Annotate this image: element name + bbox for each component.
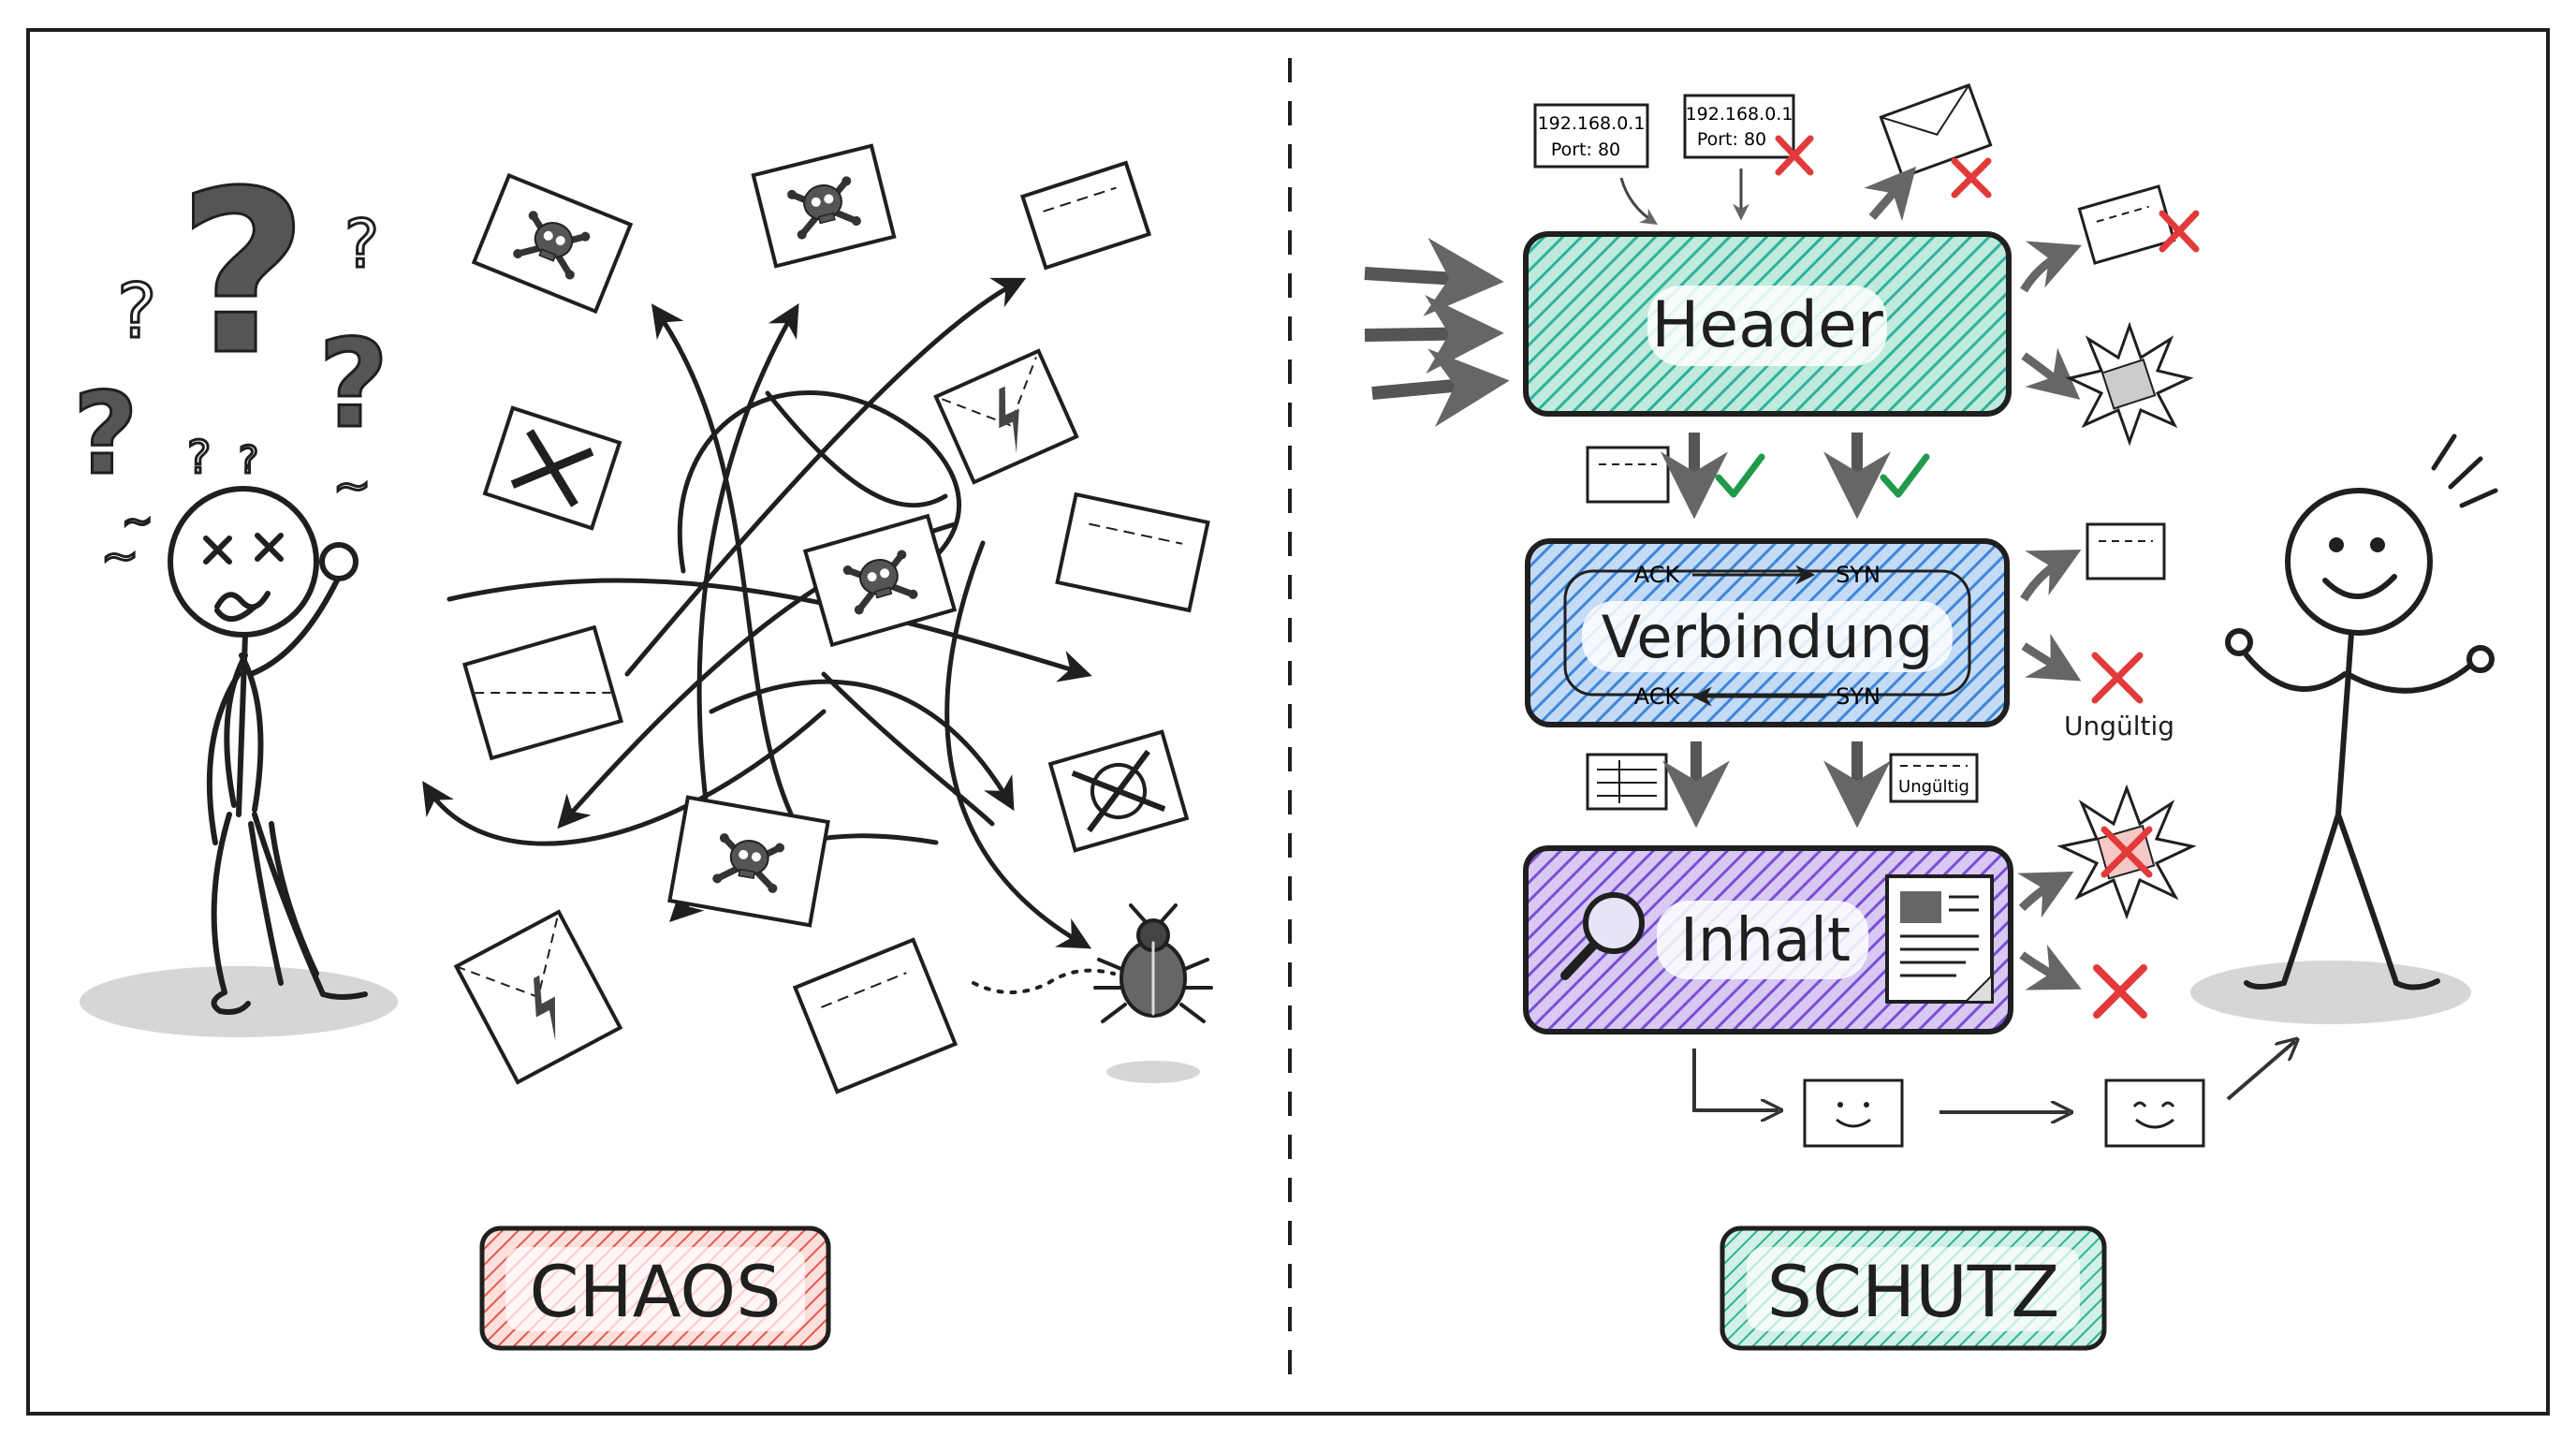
svg-text:?: ? [178,142,308,404]
inhalt-layer-title: Inhalt [1680,906,1851,976]
accepted-envelope-1 [1586,446,1670,504]
invalid-packet-label: Ungültig [1898,777,1969,797]
verbindung-bottom-right: SYN [1836,683,1881,710]
packet-a-ip: 192.168.0.1 [1538,113,1646,134]
packet-card-a: 192.168.0.1 Port: 80 [1533,103,1649,169]
schutz-label-text: SCHUTZ [1767,1250,2060,1333]
incoming-arrows [1364,238,1510,427]
confused-stick-figure [80,486,398,1037]
happy-stick-figure [2190,433,2498,1024]
rejected-envelope-top [1879,83,1993,179]
verbindung-bottom-left: ACK [1634,683,1681,710]
svg-text:~: ~ [101,530,139,582]
chaos-label-text: CHAOS [530,1250,782,1333]
document-icon [1885,874,1994,1004]
chaos-label: CHAOS [479,1225,831,1351]
accept-check-1 [1715,453,1765,498]
packet-b-port: Port: 80 [1697,129,1766,150]
accept-check-2 [1880,453,1930,498]
invalid-packet-card: Ungültig [1889,753,1979,803]
passed-envelope-verbindung [2086,522,2166,580]
header-layer-title: Header [1651,288,1883,362]
verbindung-top-left: ACK [1634,562,1681,588]
svg-text:?: ? [239,439,258,482]
chaos-panel: ? ? ? ? ? ? ? ~ ~ ~ [72,141,1213,1351]
question-marks: ? ? ? ? ? ? ? ~ ~ ~ [72,141,390,584]
verbindung-layer: Verbindung ACK SYN ACK SYN [1525,538,2010,727]
packet-b-ip: 192.168.0.1 [1686,104,1793,125]
outer-frame [26,28,2550,1416]
rejected-envelope-right [2077,184,2176,265]
verbindung-top-right: SYN [1836,562,1881,588]
happy-envelope-1 [1803,1078,1904,1148]
header-layer: Header [1523,231,2012,417]
invalid-label: Ungültig [2064,711,2174,741]
bug-icon [1093,903,1213,1083]
svg-text:?: ? [344,206,379,283]
svg-text:?: ? [117,268,156,355]
verbindung-layer-title: Verbindung [1602,603,1933,671]
schutz-panel: 192.168.0.1 Port: 80 192.168.0.1 Port: 8… [1364,83,2498,1351]
burst-icon-inhalt [2056,784,2197,920]
burst-icon-header [2065,321,2194,447]
chaos-envelopes [453,143,1210,1094]
svg-text:~: ~ [122,500,154,543]
svg-text:?: ? [187,432,211,484]
reject-mark-inhalt [2093,964,2147,1019]
document-envelope [1586,753,1668,811]
happy-envelope-2 [2104,1078,2205,1148]
reject-mark-packet-b [1775,135,1814,176]
svg-text:?: ? [73,370,139,500]
magnifier-icon [1560,892,1645,980]
packet-a-port: Port: 80 [1551,139,1620,160]
schutz-label: SCHUTZ [1720,1225,2107,1351]
packet-card-b: 192.168.0.1 Port: 80 [1683,94,1795,159]
svg-text:~: ~ [333,460,371,512]
svg-text:?: ? [318,313,388,455]
